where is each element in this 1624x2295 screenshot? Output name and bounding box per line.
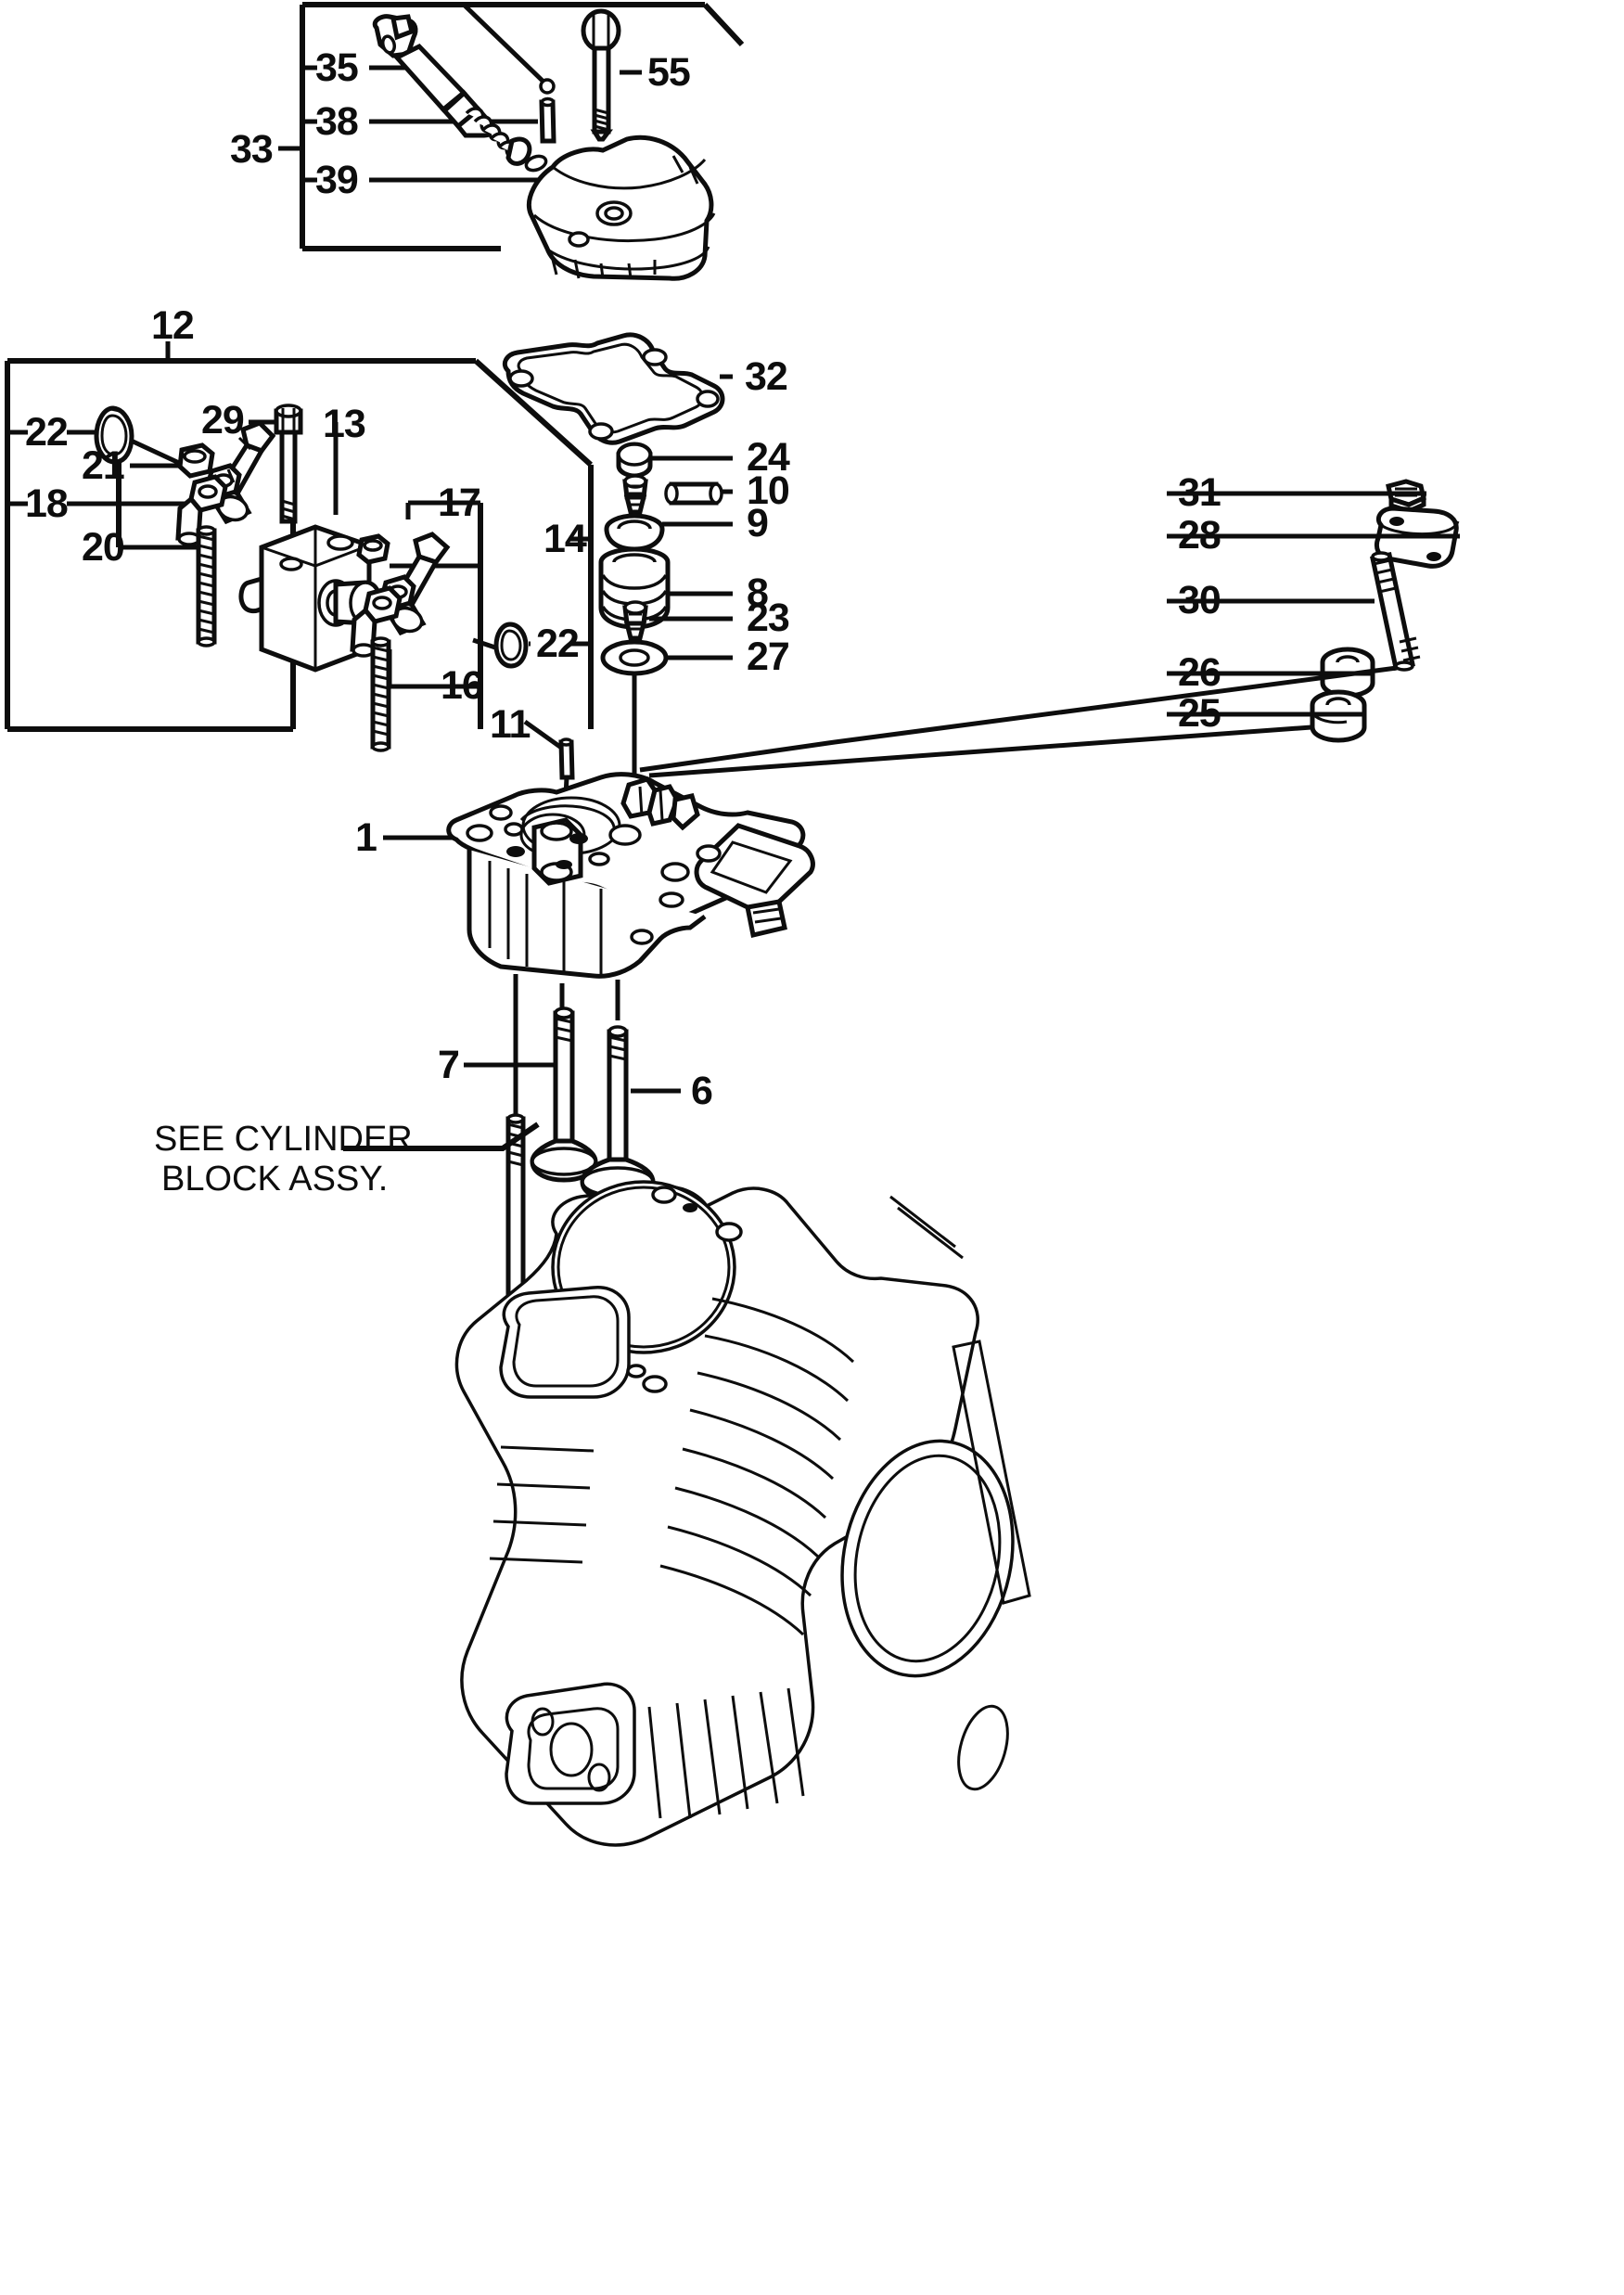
part-21-nut [177,442,215,479]
part-18-rocker-arm [175,420,276,546]
callout-7[interactable]: 7 [438,1043,460,1087]
part-9-spring-retainer [604,474,665,552]
part-23-valve-seal [622,600,648,641]
callout-10[interactable]: 10 [747,468,790,513]
callout-29[interactable]: 29 [201,398,245,442]
callout-27[interactable]: 27 [747,635,790,679]
callout-30[interactable]: 30 [1178,578,1221,622]
callout-55[interactable]: 55 [647,50,691,95]
part-17-rocker-arm [350,532,451,658]
callout-33[interactable]: 33 [230,127,274,172]
callout-8[interactable]: 8 [747,571,769,615]
callout-26[interactable]: 26 [1178,650,1221,695]
part-30-stud-bolt [1370,551,1421,672]
callout-20[interactable]: 20 [82,525,125,570]
callout-18[interactable]: 18 [25,481,69,526]
callout-38[interactable]: 38 [315,99,359,144]
part-6-valve-intake [530,1006,598,1183]
callout-17[interactable]: 17 [438,481,481,525]
callout-1[interactable]: 1 [355,815,377,860]
part-29-pivot-bolt [274,404,303,524]
part-38-spring [465,107,532,166]
part-cylinder-block [454,1180,1031,1847]
callout-21[interactable]: 21 [82,443,125,488]
callout-25[interactable]: 25 [1178,691,1221,736]
callout-32[interactable]: 32 [745,354,788,399]
part-39-pin [539,96,556,144]
part-22-retaining-ring-right [493,622,529,669]
part-20-adjusting-screw [196,525,217,647]
part-head-cover [524,135,716,281]
leader-39-pin [462,3,547,85]
part-8-valve-spring [598,546,671,630]
part-27-spring-seat [600,639,669,676]
part-16-adjusting-screw [370,636,391,752]
part-22-retaining-ring-left [94,405,134,465]
callout-23[interactable]: 23 [747,596,790,640]
pin-39-eyelet [539,78,556,95]
callout-28[interactable]: 28 [1178,513,1221,558]
callout-13[interactable]: 13 [323,402,366,446]
callout-6[interactable]: 6 [691,1069,713,1113]
callout-31[interactable]: 31 [1178,470,1221,515]
note-see-cylinder-block-line1: SEE CYLINDER [154,1120,413,1159]
part-24-valve-cap [616,442,653,479]
part-32-gasket [502,332,725,445]
callout-11[interactable]: 11 [490,702,531,747]
part-10-valve-guide [664,481,723,506]
callout-12[interactable]: 12 [151,303,195,348]
stud-rod-line [639,665,1398,773]
group-bracket-33 [300,2,745,251]
part-11-dowel-pin [558,737,575,780]
callout-24[interactable]: 24 [747,435,790,480]
callout-22-left[interactable]: 22 [25,410,69,455]
callout-22-right[interactable]: 22 [536,622,580,666]
callout-14[interactable]: 14 [543,517,587,561]
callout-16[interactable]: 16 [441,663,484,708]
part-35-rocker-shaft [372,14,496,138]
callout-39[interactable]: 39 [315,158,359,202]
part-17-nut [356,533,390,565]
note-see-cylinder-block-line2: BLOCK ASSY. [161,1160,389,1199]
part-55-long-bolt [581,8,621,142]
stud-rod-line2 [648,724,1312,778]
callout-9[interactable]: 9 [747,501,769,545]
callout-35[interactable]: 35 [315,45,359,90]
part-6-valve-exhaust [580,1025,656,1203]
leader-11 [523,719,566,752]
part-1-cylinder-head [446,772,815,979]
leader-note [343,1122,540,1151]
